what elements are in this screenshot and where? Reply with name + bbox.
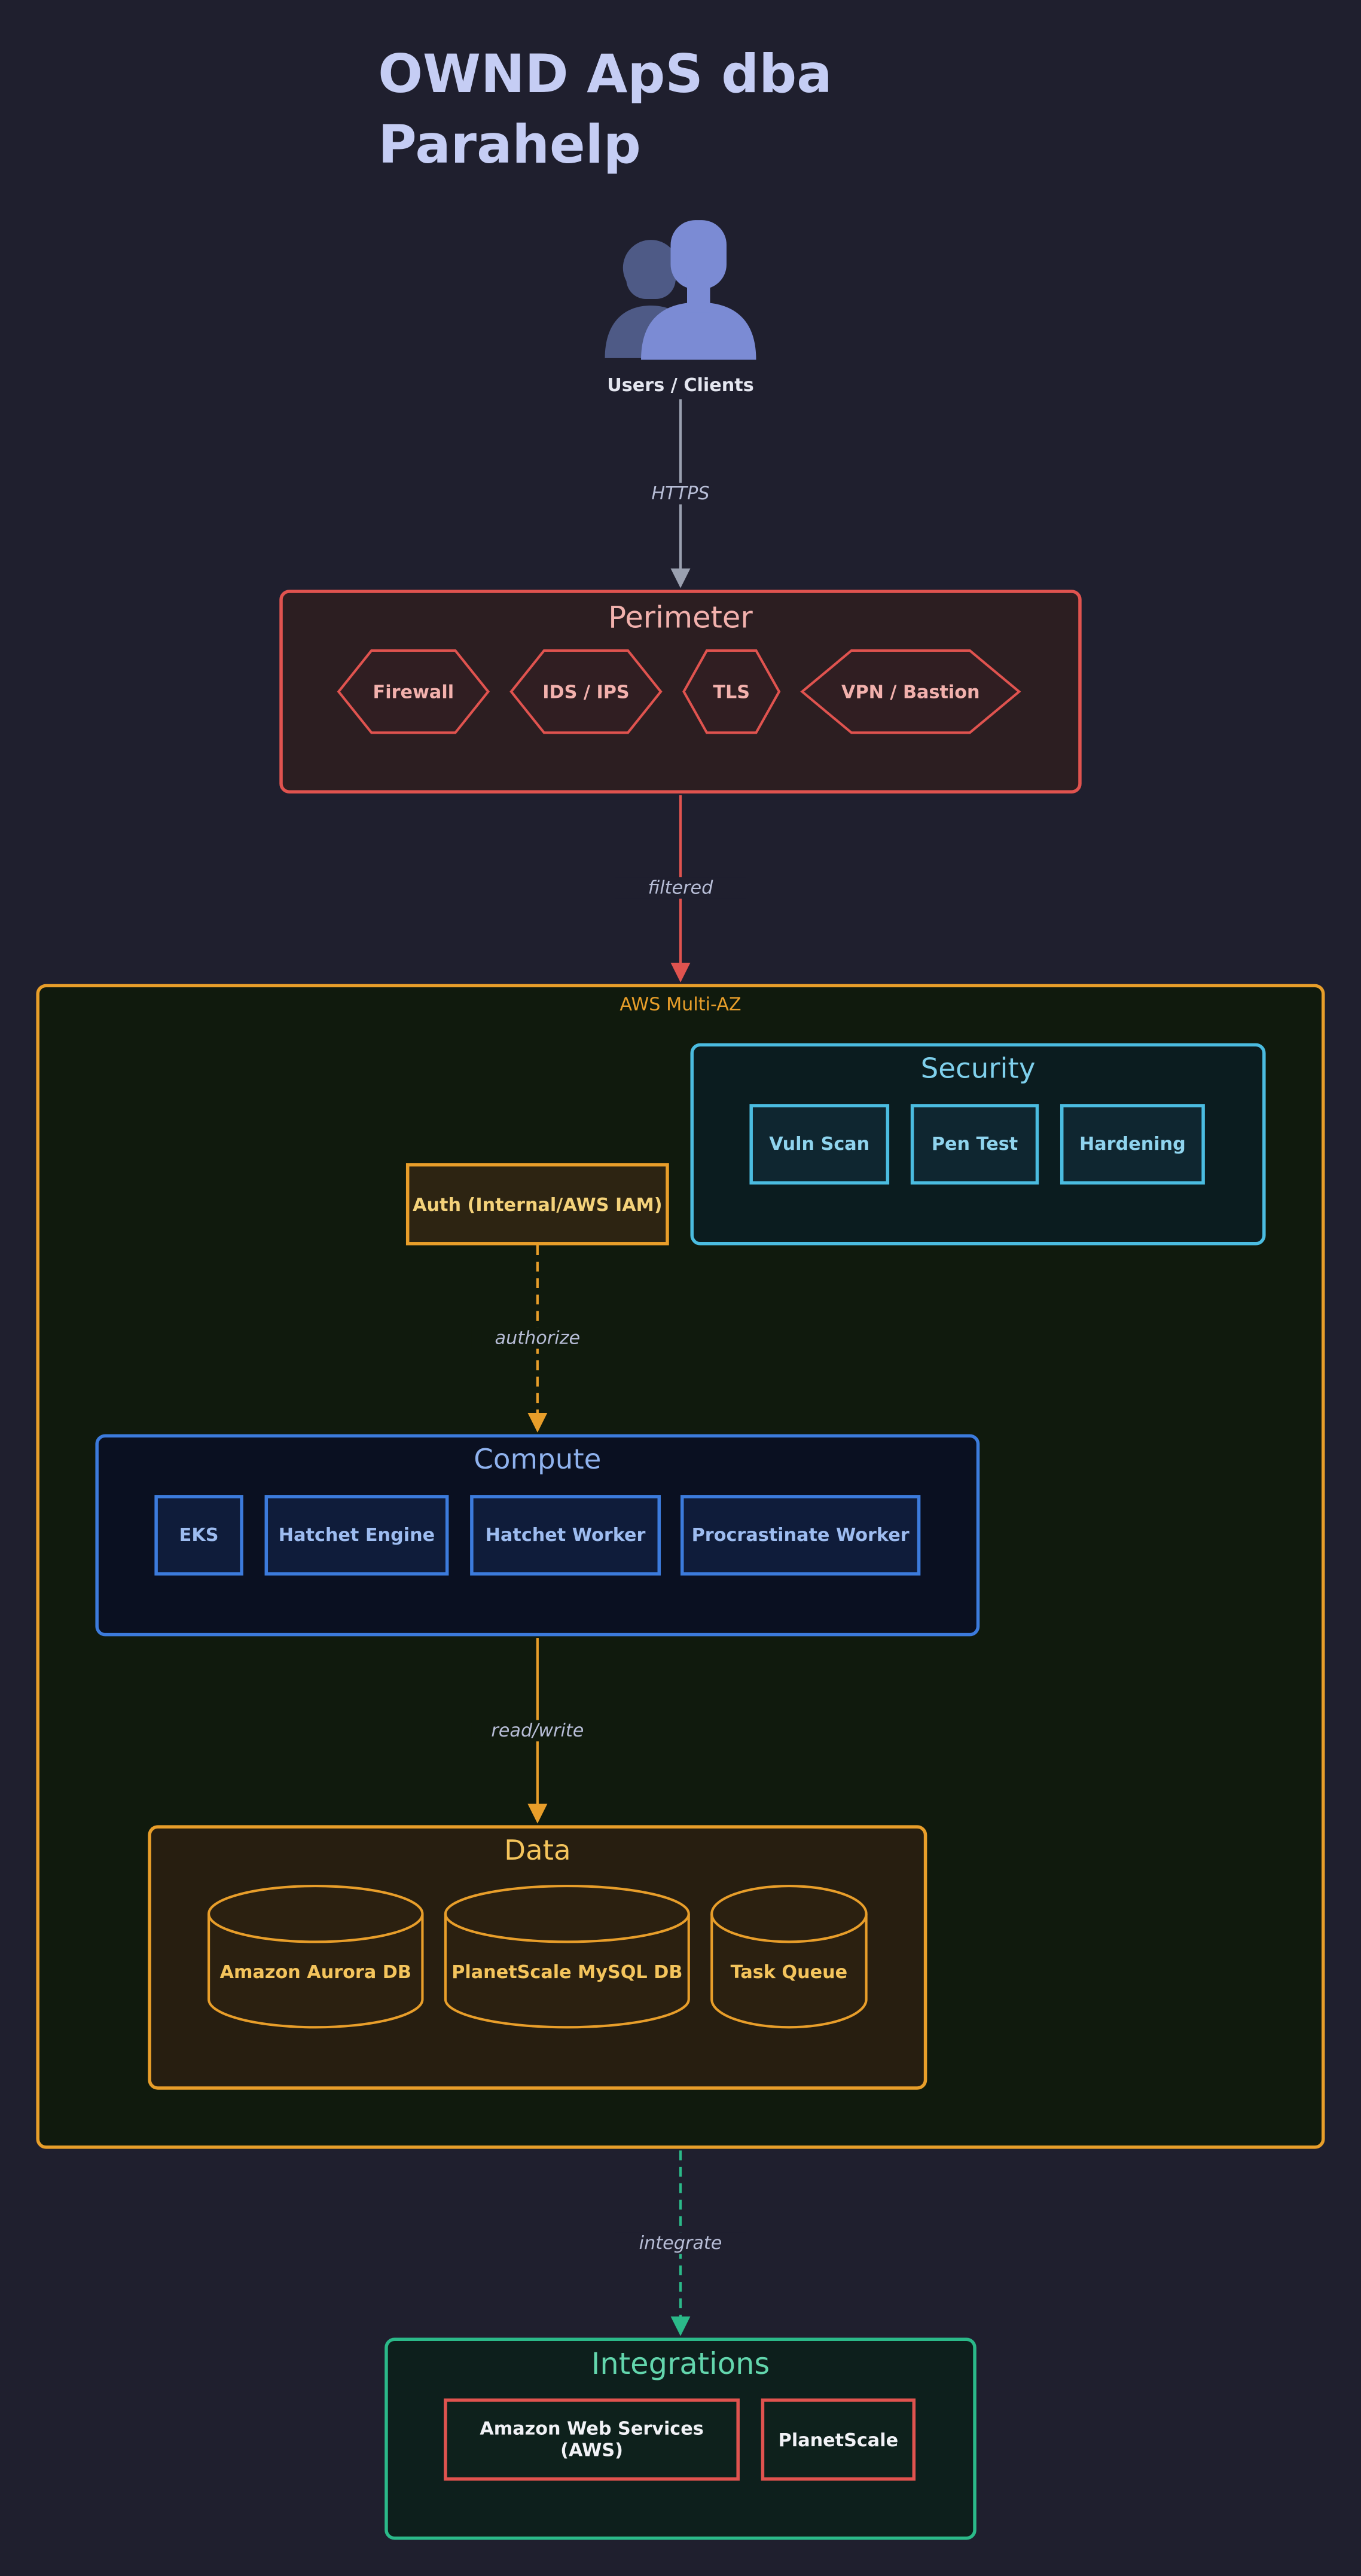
aws-multi-az-label: AWS Multi-AZ — [620, 994, 741, 1015]
aurora-cylinder — [207, 1884, 424, 2029]
tls-hexagon — [682, 649, 781, 734]
hatchet-worker-node: Hatchet Worker — [470, 1495, 661, 1576]
edge-label-https: HTTPS — [615, 483, 746, 505]
pen-test-node: Pen Test — [910, 1104, 1039, 1185]
compute-title: Compute — [474, 1443, 602, 1477]
tls-node: TLS — [713, 680, 750, 703]
data-title: Data — [504, 1835, 571, 1868]
hardening-node: Hardening — [1060, 1104, 1205, 1185]
edge-label-filtered: filtered — [615, 877, 746, 899]
auth-node: Auth (Internal/AWS IAM) — [405, 1163, 669, 1246]
title-line-2: Parahelp — [378, 113, 641, 176]
planetscale-cylinder — [444, 1884, 690, 2029]
hatchet-engine-node: Hatchet Engine — [264, 1495, 449, 1576]
task-queue-cylinder — [710, 1884, 868, 2029]
procrastinate-worker-node: Procrastinate Worker — [680, 1495, 921, 1576]
vpn-bastion-hexagon — [800, 649, 1021, 734]
edge-label-read-write: read/write — [471, 1720, 603, 1742]
firewall-node: Firewall — [373, 680, 454, 703]
title-line-1: OWND ApS dba — [378, 42, 832, 105]
security-title: Security — [920, 1053, 1036, 1086]
task-queue-node: Task Queue — [730, 1961, 848, 1982]
users-clients-label: Users / Clients — [607, 374, 754, 396]
aws-integration-node: Amazon Web Services (AWS) — [444, 2398, 740, 2481]
eks-node: EKS — [154, 1495, 243, 1576]
firewall-hexagon — [337, 649, 490, 734]
edge-label-integrate: integrate — [615, 2232, 746, 2254]
ids-ips-hexagon — [509, 649, 663, 734]
planetscale-mysql-node: PlanetScale MySQL DB — [451, 1961, 683, 1982]
planetscale-integration-node: PlanetScale — [761, 2398, 916, 2481]
users-icon — [605, 220, 756, 360]
perimeter-title: Perimeter — [608, 601, 753, 636]
edge-label-authorize: authorize — [471, 1327, 603, 1349]
page-title: OWND ApS dba Parahelp — [378, 39, 937, 181]
aurora-db-node: Amazon Aurora DB — [219, 1961, 411, 1982]
vpn-bastion-node: VPN / Bastion — [841, 680, 980, 703]
ids-ips-node: IDS / IPS — [542, 680, 630, 703]
vuln-scan-node: Vuln Scan — [749, 1104, 890, 1185]
integrations-title: Integrations — [591, 2348, 770, 2382]
